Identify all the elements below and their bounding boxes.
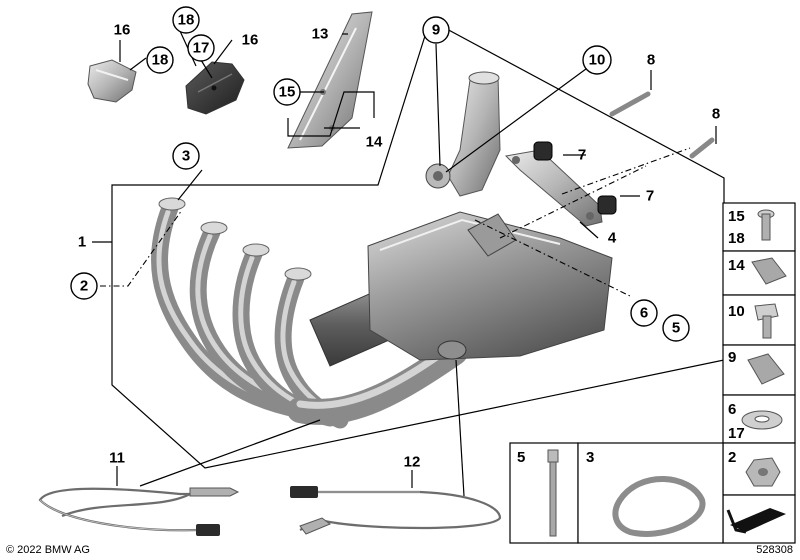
table-label-10: 10 (728, 303, 745, 320)
oxygen-sensor-12 (290, 486, 502, 535)
label-5: 5 (672, 320, 680, 337)
diagram-id: 528308 (756, 544, 793, 556)
rear-silencer (367, 211, 613, 361)
label-9: 9 (432, 22, 440, 39)
nut-icon-2 (745, 457, 781, 487)
bolt-part-8-lower (689, 137, 715, 159)
label-16-right: 16 (242, 32, 259, 49)
clip-nut-icon-14 (751, 257, 787, 285)
table-label-18: 18 (728, 230, 745, 247)
label-12: 12 (404, 454, 421, 471)
label-8-upper: 8 (647, 52, 655, 69)
table-label-3: 3 (586, 449, 594, 466)
cover-part-16-light (87, 59, 137, 103)
table-label-6: 6 (728, 401, 736, 418)
leader-lines (92, 19, 717, 497)
gasket-icon-3 (612, 476, 706, 537)
bracket-part-4 (504, 149, 603, 227)
heat-shield-part-13 (287, 11, 373, 149)
label-7-upper: 7 (578, 147, 586, 164)
label-6: 6 (640, 305, 648, 322)
parts-table: 15 18 14 10 9 6 17 2 5 3 (509, 202, 796, 544)
table-label-15: 15 (728, 208, 745, 225)
label-1: 1 (78, 234, 86, 251)
bolt-icon-15-18 (757, 209, 775, 241)
label-16-left: 16 (114, 22, 131, 39)
table-label-9: 9 (728, 349, 736, 366)
label-2: 2 (80, 278, 88, 295)
clip-nut-icon-9 (747, 353, 785, 385)
bolt-icon-5 (547, 449, 559, 537)
washer-icon-6-17 (741, 410, 783, 430)
label-11: 11 (109, 450, 125, 467)
label-18-left: 18 (152, 52, 169, 69)
table-label-17: 17 (728, 425, 745, 442)
bolt-icon-10 (754, 303, 779, 339)
rubber-mount-7-lower (597, 195, 617, 215)
label-10: 10 (589, 52, 606, 69)
label-15: 15 (279, 84, 296, 101)
label-7-lower: 7 (646, 188, 654, 205)
bolt-part-8-upper (609, 91, 651, 117)
oxygen-sensor-11 (38, 487, 240, 536)
table-label-5: 5 (517, 449, 525, 466)
table-label-14: 14 (728, 257, 745, 274)
label-8-lower: 8 (712, 106, 720, 123)
label-18-top: 18 (178, 12, 195, 29)
copyright: © 2022 BMW AG (6, 544, 90, 556)
label-14: 14 (366, 134, 383, 151)
cover-part-16-dark (185, 61, 245, 115)
label-3: 3 (182, 148, 190, 165)
label-13: 13 (312, 26, 329, 43)
rubber-mount-7-upper (533, 141, 553, 161)
arrow-icon (726, 508, 786, 534)
label-4: 4 (608, 230, 617, 247)
table-label-2: 2 (728, 449, 736, 466)
label-17: 17 (193, 40, 210, 57)
connecting-pipe (425, 71, 501, 197)
